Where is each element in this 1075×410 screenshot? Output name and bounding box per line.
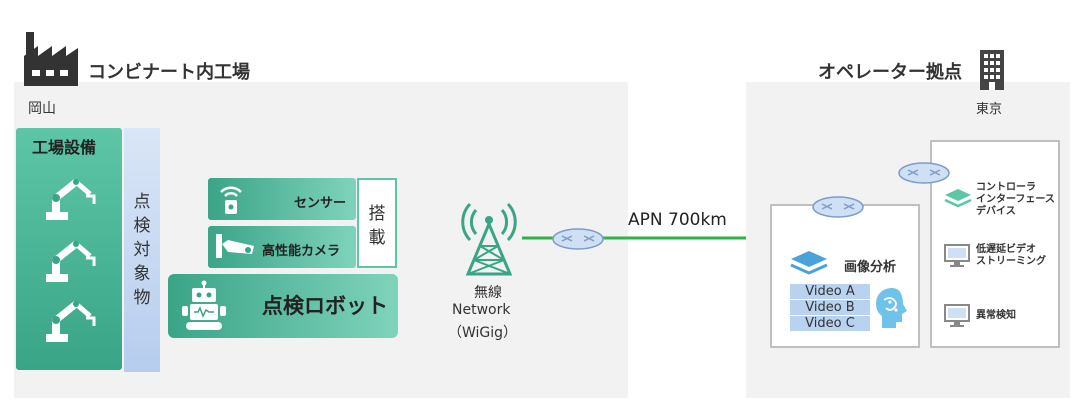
wifi-sensor-icon (220, 186, 242, 214)
antenna-tower-icon (461, 202, 517, 276)
anomaly-label: 異常検知 (976, 310, 1016, 321)
factory-icon (24, 32, 78, 86)
robot-label: 点検ロボット (262, 294, 388, 318)
factory-title: コンビナート内工場 (88, 62, 250, 83)
apn-label: APN 700km (628, 210, 727, 230)
streaming-label-2: ストリーミング (976, 256, 1046, 267)
camera-icon (216, 234, 254, 258)
monitor-icon (944, 304, 970, 327)
router-icon (898, 162, 950, 184)
wireless-label-1: 無線 (474, 285, 502, 301)
sensor-label: センサー (294, 196, 347, 211)
robot-arm-icon (46, 241, 96, 282)
monitor-icon (944, 244, 970, 267)
mount-box (357, 178, 397, 268)
camera-label: 高性能カメラ (262, 244, 341, 259)
mount-label: 搭載 (368, 204, 386, 248)
image-analysis-label: 画像分析 (844, 260, 897, 275)
router-icon (552, 228, 604, 250)
layers-icon (944, 189, 972, 208)
robot-icon (182, 280, 226, 330)
robot-arm-icon (46, 301, 96, 342)
video-row: Video C (790, 316, 870, 331)
wireless-label-2: Network (452, 302, 511, 318)
brain-icon (876, 288, 907, 328)
building-icon (980, 50, 1004, 90)
controller-label-2: インターフェース (976, 194, 1055, 205)
inspection-target-label: 点検対象物 (133, 192, 151, 308)
inspection-target-column (124, 128, 160, 372)
factory-location: 岡山 (28, 101, 56, 117)
equipment-label: 工場設備 (32, 138, 97, 157)
layers-icon (790, 251, 828, 275)
video-row: Video B (790, 300, 870, 315)
operator-title: オペレーター拠点 (818, 62, 962, 83)
operator-location: 東京 (976, 102, 1003, 117)
video-row: Video A (790, 284, 870, 299)
wireless-label-3: （WiGig） (448, 325, 518, 341)
router-icon (812, 196, 864, 218)
controller-label-1: コントローラ (976, 182, 1036, 193)
robot-arm-icon (46, 179, 96, 220)
controller-label-3: デバイス (976, 206, 1016, 217)
streaming-label-1: 低遅延ビデオ (976, 244, 1036, 255)
